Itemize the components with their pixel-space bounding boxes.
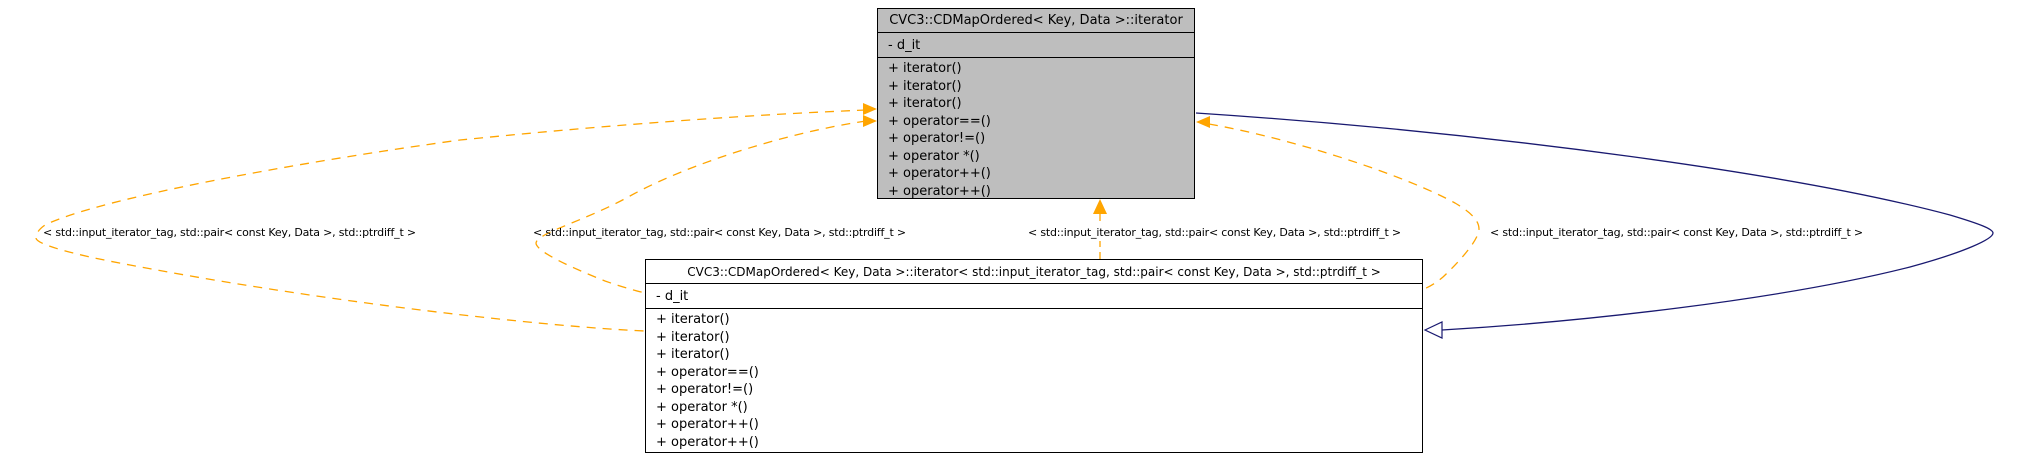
arrowhead-template-edge-1 <box>863 103 877 115</box>
class-method: + operator++() <box>888 166 991 181</box>
class-method: + iterator() <box>656 347 730 362</box>
template-arg-label-1: < std::input_iterator_tag, std::pair< co… <box>43 226 416 239</box>
class-method: + operator==() <box>656 364 759 380</box>
class-method: + iterator() <box>888 61 962 76</box>
class-method: + iterator() <box>656 312 730 327</box>
class-method: + operator++() <box>656 434 759 450</box>
class-attribute: - d_it <box>878 33 1194 58</box>
template-arg-label-2: < std::input_iterator_tag, std::pair< co… <box>533 226 906 239</box>
class-title: CVC3::CDMapOrdered< Key, Data >::iterato… <box>646 260 1422 284</box>
class-method: + operator!=() <box>888 131 986 146</box>
class-method-list: + iterator() + iterator() + iterator() +… <box>646 309 1422 451</box>
class-attribute: - d_it <box>646 284 1422 309</box>
class-method: + operator==() <box>888 113 991 129</box>
arrowhead-inheritance <box>1423 321 1443 339</box>
class-node-iterator-instance[interactable]: CVC3::CDMapOrdered< Key, Data >::iterato… <box>645 259 1423 453</box>
template-arg-edge-4 <box>1196 116 1480 290</box>
arrowhead-template-edge-3 <box>1093 199 1107 214</box>
class-method: + iterator() <box>888 96 962 111</box>
class-method: + operator *() <box>656 399 748 415</box>
class-method: + iterator() <box>656 329 730 345</box>
class-method: + operator++() <box>656 417 759 432</box>
class-method-list: + iterator() + iterator() + iterator() +… <box>878 58 1194 200</box>
class-method: + operator++() <box>888 183 991 199</box>
class-method: + iterator() <box>888 78 962 94</box>
arrowhead-template-edge-4 <box>1196 116 1210 128</box>
template-arg-edge-1 <box>35 103 877 332</box>
template-arg-label-3: < std::input_iterator_tag, std::pair< co… <box>1028 226 1401 239</box>
class-title: CVC3::CDMapOrdered< Key, Data >::iterato… <box>878 9 1194 33</box>
template-arg-edge-2 <box>535 115 877 294</box>
class-method: + operator *() <box>888 148 980 164</box>
template-arg-edge-3 <box>1093 199 1107 259</box>
arrowhead-template-edge-2 <box>863 115 877 127</box>
template-arg-label-4: < std::input_iterator_tag, std::pair< co… <box>1490 226 1863 239</box>
class-method: + operator!=() <box>656 382 754 397</box>
class-node-iterator[interactable]: CVC3::CDMapOrdered< Key, Data >::iterato… <box>877 8 1195 199</box>
inheritance-edge <box>1195 112 1994 339</box>
